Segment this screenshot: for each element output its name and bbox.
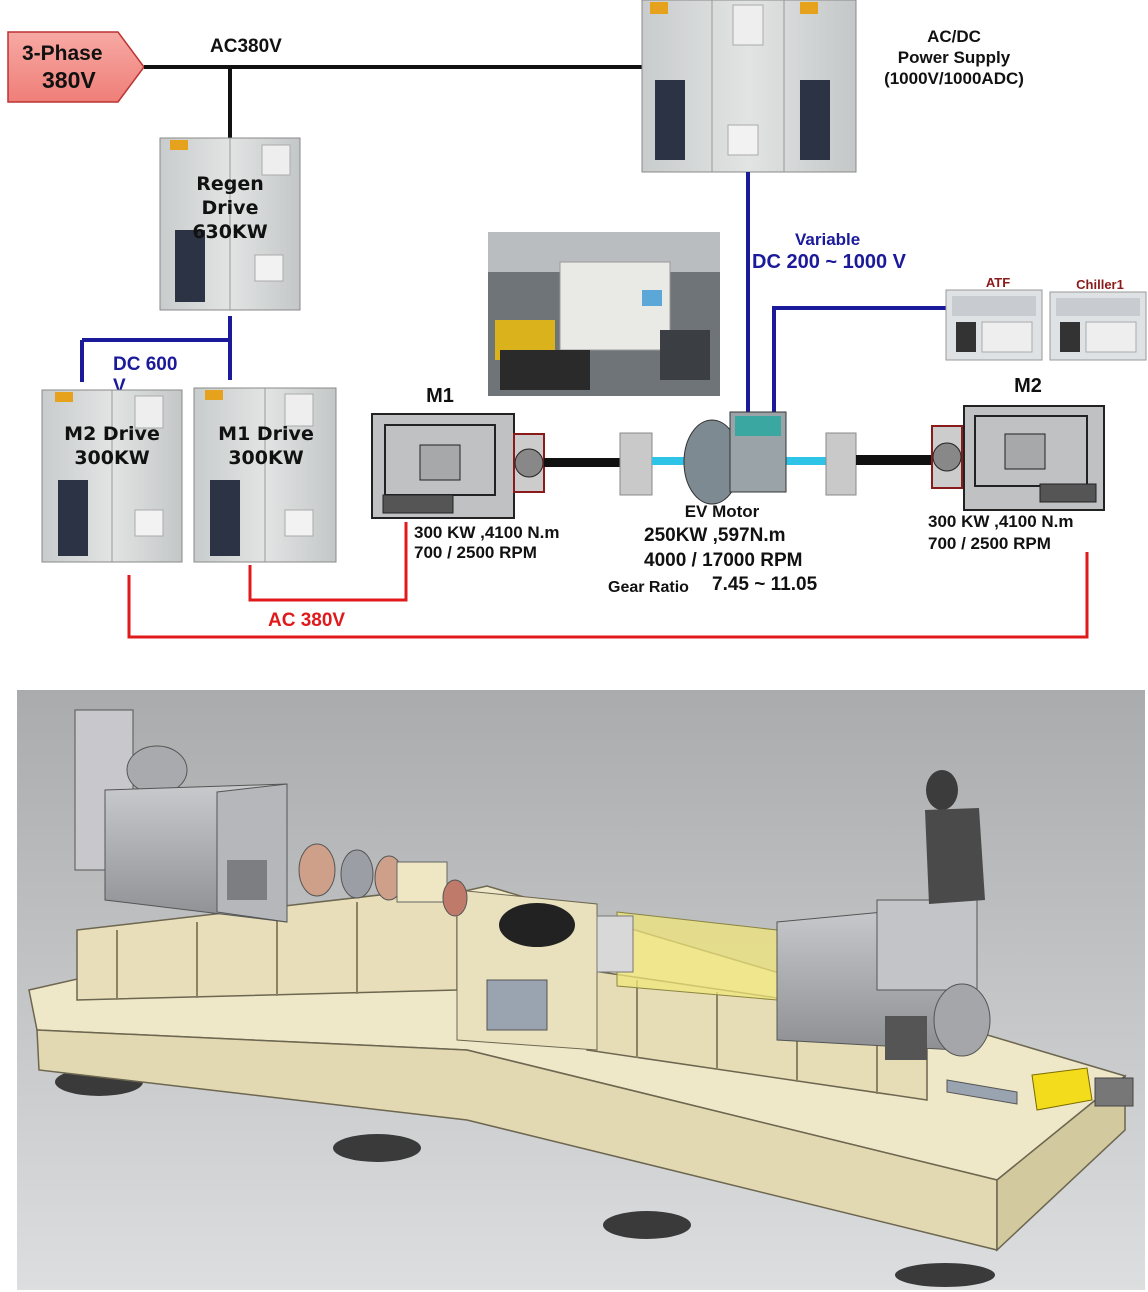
svg-text:Power Supply: Power Supply (898, 48, 1011, 67)
svg-text:AC/DC: AC/DC (927, 27, 981, 46)
m2-drive-line1: M2 Drive (64, 423, 160, 445)
drivetrain-shafts (544, 432, 932, 496)
regen-line3: 630KW (192, 221, 267, 243)
right-dynamometer (776, 899, 991, 1060)
atf-label: ATF (986, 275, 1010, 290)
power-source-arrow: 3-Phase 380V (7, 31, 145, 103)
m1-dynamometer: M1 (371, 385, 545, 519)
chiller-unit: Chiller1 (1049, 277, 1147, 361)
ac380-label: AC 380V (268, 610, 345, 631)
m1-spec2: 700 / 2500 RPM (414, 543, 537, 562)
left-couplings (298, 843, 468, 917)
m2-dynamometer: M2 (931, 375, 1105, 511)
svg-text:(1000V/1000ADC): (1000V/1000ADC) (884, 69, 1024, 88)
regen-line2: Drive (202, 197, 259, 219)
ev-motor-spec2: 4000 / 17000 RPM (644, 550, 802, 571)
dc600-bus (80, 316, 232, 382)
mains-label: AC380V (210, 36, 282, 57)
variable-line1: Variable (795, 230, 860, 249)
left-dynamometer (74, 709, 288, 923)
test-bed-cad-render (17, 690, 1145, 1290)
m1-title: M1 (426, 385, 454, 407)
person-figure (925, 770, 985, 904)
chiller-label: Chiller1 (1076, 277, 1124, 292)
m1-drive-line2: 300KW (228, 447, 303, 469)
ev-motor-spec1: 250KW ,597N.m (644, 525, 786, 546)
source-line1: 3-Phase (22, 42, 103, 65)
slider-assembly (946, 1067, 1134, 1111)
ev-motor-unit: EV Motor (683, 411, 787, 521)
m2-drive-line2: 300KW (74, 447, 149, 469)
power-supply-label: AC/DC Power Supply (1000V/1000ADC) (884, 27, 1024, 88)
atf-unit: ATF (945, 275, 1043, 361)
m2-title: M2 (1014, 375, 1042, 397)
m1-spec1: 300 KW ,4100 N.m (414, 523, 560, 542)
m2-spec2: 700 / 2500 RPM (928, 534, 1051, 553)
gear-ratio-value: 7.45 ~ 11.05 (712, 574, 818, 595)
power-supply-cabinet (641, 0, 857, 173)
test-rig-photo (488, 232, 720, 396)
regen-drive-cabinet: Regen Drive 630KW (159, 137, 301, 311)
m2-spec1: 300 KW ,4100 N.m (928, 512, 1074, 531)
ac380-wiring (127, 522, 1089, 639)
dc600-line1: DC 600 (113, 354, 177, 375)
regen-line1: Regen (196, 173, 264, 195)
variable-line2: DC 200 ~ 1000 V (752, 251, 907, 273)
source-line2: 380V (42, 67, 96, 93)
m2-drive-cabinet: M2 Drive 300KW (41, 389, 183, 563)
m1-drive-cabinet: M1 Drive 300KW (193, 387, 337, 563)
variable-dc-wiring (746, 172, 948, 412)
m1-drive-line1: M1 Drive (218, 423, 314, 445)
right-coupling-guard (596, 911, 778, 1001)
mains-wiring (144, 65, 642, 140)
ev-motor-title: EV Motor (685, 502, 760, 521)
test-bench-schematic: 3-Phase 380V AC380V AC/DC Power Supply (… (7, 0, 1147, 639)
center-mount (456, 889, 598, 1051)
gear-ratio-label: Gear Ratio (608, 579, 689, 596)
